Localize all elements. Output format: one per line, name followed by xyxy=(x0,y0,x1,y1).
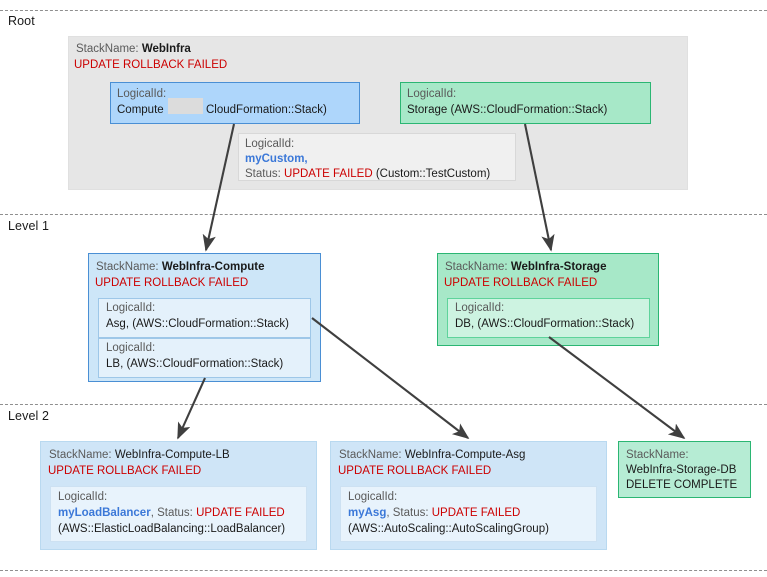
level2-lb-resource[interactable] xyxy=(50,486,307,542)
root-custom-logical-label: LogicalId: xyxy=(245,138,295,150)
level2-lb-logical-id: myLoadBalancer xyxy=(58,507,151,519)
level2-lb-name-label: StackName: xyxy=(49,449,112,461)
level2-lb-name-value: WebInfra-Compute-LB xyxy=(114,449,230,461)
level1-storage-name-row: StackName: WebInfra-Storage xyxy=(445,260,606,274)
level-label-level-1: Level 1 xyxy=(8,219,50,233)
root-custom-resource[interactable] xyxy=(238,133,516,181)
divider-root xyxy=(0,10,767,11)
root-custom-status: UPDATE FAILED xyxy=(284,168,373,180)
root-storage-type: (AWS::CloudFormation::Stack) xyxy=(450,104,608,116)
level-label-root: Root xyxy=(8,14,35,28)
level2-asg-status: UPDATE ROLLBACK FAILED xyxy=(338,465,492,477)
root-stack-name-row: StackName: WebInfra xyxy=(76,42,191,56)
root-compute-type-tail: CloudFormation::Stack) xyxy=(206,104,327,116)
level2-lb-resource-type: (AWS::ElasticLoadBalancing::LoadBalancer… xyxy=(58,523,286,535)
level2-asg-resource[interactable] xyxy=(340,486,597,542)
level1-asg-text: Asg, (AWS::CloudFormation::Stack) xyxy=(106,318,289,330)
root-stack-status: UPDATE ROLLBACK FAILED xyxy=(74,59,228,71)
level1-compute-name-value: WebInfra-Compute xyxy=(161,261,265,273)
level2-asg-logical-row: myAsg, Status: UPDATE FAILED xyxy=(348,506,520,520)
level1-compute-name-row: StackName: WebInfra-Compute xyxy=(96,260,265,274)
level2-asg-logical-label: LogicalId: xyxy=(348,491,398,503)
level2-asg-name-row: StackName: WebInfra-Compute-Asg xyxy=(339,448,525,462)
divider-bottom xyxy=(0,570,767,571)
level2-lb-resource-status: UPDATE FAILED xyxy=(196,507,285,519)
level1-compute-name-label: StackName: xyxy=(96,261,159,273)
level2-db-status: DELETE COMPLETE xyxy=(626,479,738,491)
level2-asg-status-label: , Status: xyxy=(386,507,429,519)
level2-lb-logical-label: LogicalId: xyxy=(58,491,108,503)
divider-level-1 xyxy=(0,214,767,215)
root-storage-logical-id: Storage xyxy=(407,104,448,116)
level1-lb-resource[interactable] xyxy=(98,338,311,378)
level1-db-text: DB, (AWS::CloudFormation::Stack) xyxy=(455,318,635,330)
root-custom-status-row: Status: UPDATE FAILED (Custom::TestCusto… xyxy=(245,167,490,181)
level2-asg-logical-id: myAsg xyxy=(348,507,387,519)
level1-compute-status: UPDATE ROLLBACK FAILED xyxy=(95,277,249,289)
arrow-lb-to-webinfra-compute-lb xyxy=(177,377,206,440)
level1-lb-logical-label: LogicalId: xyxy=(106,342,156,354)
level1-asg-logical-label: LogicalId: xyxy=(106,302,156,314)
level-label-level-2: Level 2 xyxy=(8,409,50,423)
root-custom-logical-id: myCustom, xyxy=(245,153,308,165)
root-compute-logical-id: Compute xyxy=(117,104,164,116)
root-compute-resource[interactable] xyxy=(110,82,360,124)
level2-db-name-value: WebInfra-Storage-DB xyxy=(626,464,737,476)
level1-storage-status: UPDATE ROLLBACK FAILED xyxy=(444,277,598,289)
level2-asg-resource-status: UPDATE FAILED xyxy=(431,507,521,519)
root-compute-logical-label: LogicalId: xyxy=(117,88,167,100)
root-storage-logical-row: Storage (AWS::CloudFormation::Stack) xyxy=(407,103,607,117)
level2-db-name-label: StackName: xyxy=(626,449,689,461)
level2-lb-status: UPDATE ROLLBACK FAILED xyxy=(48,465,202,477)
root-stack-name-label: StackName: xyxy=(76,43,139,55)
level1-lb-text: LB, (AWS::CloudFormation::Stack) xyxy=(106,358,284,370)
level1-storage-name-value: WebInfra-Storage xyxy=(510,261,607,273)
arrow-db-to-webinfra-storage-db xyxy=(548,336,686,440)
root-custom-status-label: Status: xyxy=(245,168,281,180)
root-custom-type: (Custom::TestCustom) xyxy=(375,168,491,180)
level2-asg-resource-type: (AWS::AutoScaling::AutoScalingGroup) xyxy=(348,523,549,535)
root-storage-resource[interactable] xyxy=(400,82,651,124)
root-compute-redaction xyxy=(168,98,203,114)
level2-asg-name-label: StackName: xyxy=(339,449,402,461)
level1-asg-resource[interactable] xyxy=(98,298,311,338)
level1-storage-name-label: StackName: xyxy=(445,261,508,273)
level2-asg-name-value: WebInfra-Compute-Asg xyxy=(404,449,526,461)
level2-lb-status-label: , Status: xyxy=(150,507,193,519)
level2-lb-logical-row: myLoadBalancer, Status: UPDATE FAILED xyxy=(58,506,285,520)
level2-db-stack[interactable] xyxy=(618,441,751,498)
level1-db-logical-label: LogicalId: xyxy=(455,302,505,314)
root-storage-logical-label: LogicalId: xyxy=(407,88,457,100)
root-stack-name-value: WebInfra xyxy=(141,43,191,55)
divider-level-2 xyxy=(0,404,767,405)
level2-lb-name-row: StackName: WebInfra-Compute-LB xyxy=(49,448,230,462)
